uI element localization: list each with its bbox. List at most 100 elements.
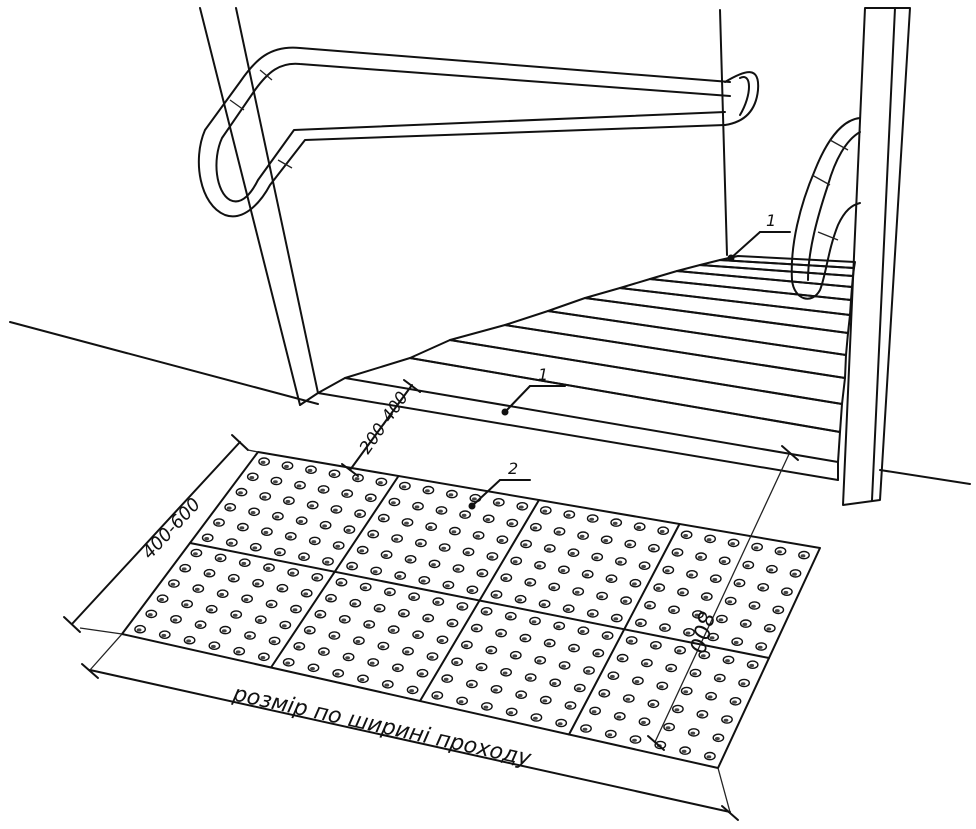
- tactile-dot-shade: [603, 539, 609, 543]
- tactile-dot-shade: [369, 661, 375, 665]
- tactile-dot-shade: [512, 654, 518, 658]
- tactile-dot-shade: [420, 579, 426, 583]
- tactile-dot-shade: [320, 488, 325, 492]
- tactile-dot-shade: [271, 640, 276, 644]
- tactile-dot-shade: [356, 512, 362, 517]
- tactile-dot-shade: [287, 535, 293, 539]
- tactile-dot-shade: [732, 700, 737, 704]
- tactile-dot-shade: [322, 524, 327, 528]
- tactile-dot-shade: [404, 650, 410, 654]
- tactile-dot-shade: [458, 700, 464, 704]
- tactile-dot-shade: [707, 695, 713, 699]
- tactile-dot-shade: [478, 666, 483, 670]
- tactile-dot-shade: [502, 576, 508, 581]
- tactile-dot-shade: [610, 674, 615, 679]
- tactile-dot-shade: [429, 655, 434, 659]
- tactile-dot-shade: [655, 586, 661, 591]
- tactile-dot-shade: [354, 477, 360, 481]
- tactile-dot-shade: [723, 718, 729, 722]
- tactile-dot-shade: [661, 626, 667, 631]
- tactile-dot-shade: [459, 605, 464, 609]
- tactile-dot-shade: [235, 650, 241, 654]
- tactile-dot-shade: [448, 493, 454, 497]
- tactile-dot-shade: [600, 692, 606, 696]
- tactile-dot-shade: [401, 485, 407, 489]
- tactile-dot-shade: [740, 682, 746, 686]
- tactile-dot-shade: [417, 542, 423, 546]
- tactile-dot-shade: [736, 582, 741, 586]
- tactile-dot-shade: [265, 566, 271, 571]
- tactile-dot-shade: [533, 716, 538, 720]
- tactile-dot-shade: [298, 519, 304, 524]
- tactile-dot-shade: [493, 593, 498, 597]
- tactile-dot-shade: [730, 542, 735, 546]
- tactile-dot-shade: [670, 609, 676, 613]
- tactile-dot-shade: [261, 495, 267, 499]
- tactile-dot-shade: [400, 612, 406, 616]
- tactile-dot-shade: [706, 538, 712, 542]
- tactile-dot-shade: [369, 533, 375, 537]
- tactile-dot-shade: [532, 526, 538, 530]
- dimension-mat-depth: 400-600: [63, 434, 259, 635]
- tactile-dot-shade: [694, 613, 700, 617]
- step-marking-label-top: 1: [766, 211, 776, 230]
- tactile-dot-shade: [441, 546, 447, 550]
- tactile-dot-shade: [445, 584, 450, 588]
- left-wall-post: [199, 7, 319, 406]
- tactile-dot-shade: [380, 645, 385, 649]
- tactile-dot-shade: [783, 590, 789, 595]
- tactile-dot-shade: [542, 699, 548, 703]
- tactile-dot-shade: [309, 504, 315, 508]
- tactile-dot-shade: [362, 586, 368, 590]
- tactile-dot-shade: [703, 595, 709, 600]
- tactile-dot-shade: [303, 592, 309, 596]
- tactile-dot-shade: [690, 731, 696, 735]
- tactile-dot-shade: [576, 687, 582, 691]
- tactile-dot-shade: [475, 534, 480, 538]
- left-handrail: [197, 46, 760, 218]
- tactile-dot-shade: [507, 615, 513, 619]
- tactile-dot-shade: [468, 683, 474, 687]
- tactile-dot-shade: [744, 564, 750, 568]
- tactile-dot-shade: [489, 555, 494, 559]
- tactile-dot-shade: [652, 644, 658, 648]
- tactile-dot-shade: [469, 589, 474, 593]
- tactile-dot-shade: [215, 521, 221, 525]
- tactile-dot-shade: [727, 600, 733, 604]
- tactile-dot-shade: [582, 727, 588, 731]
- tactile-dot-shade: [263, 530, 269, 535]
- tactile-dot-shade: [246, 634, 252, 638]
- tactile-dot-shade: [570, 647, 576, 651]
- tactile-dot-shade: [359, 678, 365, 682]
- tactile-dot-shade: [239, 526, 245, 530]
- tactile-dot-shade: [616, 715, 622, 719]
- right-wall-post: [842, 7, 911, 506]
- tactile-dot-shade: [591, 710, 597, 714]
- tactile-dot-shade: [495, 501, 501, 505]
- tactile-dot-shade: [718, 618, 724, 622]
- tactile-dot-shade: [733, 640, 739, 645]
- tactile-dot-shade: [324, 560, 330, 564]
- tactile-dot-shade: [306, 629, 312, 633]
- tactile-dot-shade: [487, 649, 493, 653]
- tactile-dot-shade: [483, 610, 488, 614]
- stair-steps: [317, 255, 856, 481]
- tactile-dot-shade: [393, 537, 399, 541]
- tactile-dot-shade: [425, 489, 430, 493]
- tactile-dot-shade: [295, 645, 301, 649]
- tactile-dot-shade: [338, 581, 343, 585]
- tactile-dot-shade: [228, 541, 234, 545]
- tactile-dot-shade: [700, 654, 706, 658]
- tactile-dot-shade: [307, 468, 313, 473]
- tactile-dot-shade: [594, 652, 600, 656]
- tactile-dot-shade: [526, 581, 532, 585]
- tactile-dot-shade: [613, 617, 619, 621]
- tactile-dot-shade: [404, 521, 409, 525]
- tactile-dot-shade: [230, 577, 236, 581]
- tactile-dot-shade: [331, 473, 336, 477]
- tactile-dot-shade: [774, 609, 780, 613]
- tactile-dot-shade: [517, 598, 522, 602]
- tactile-dot-shade: [335, 544, 341, 548]
- tactile-dot-shade: [394, 667, 400, 671]
